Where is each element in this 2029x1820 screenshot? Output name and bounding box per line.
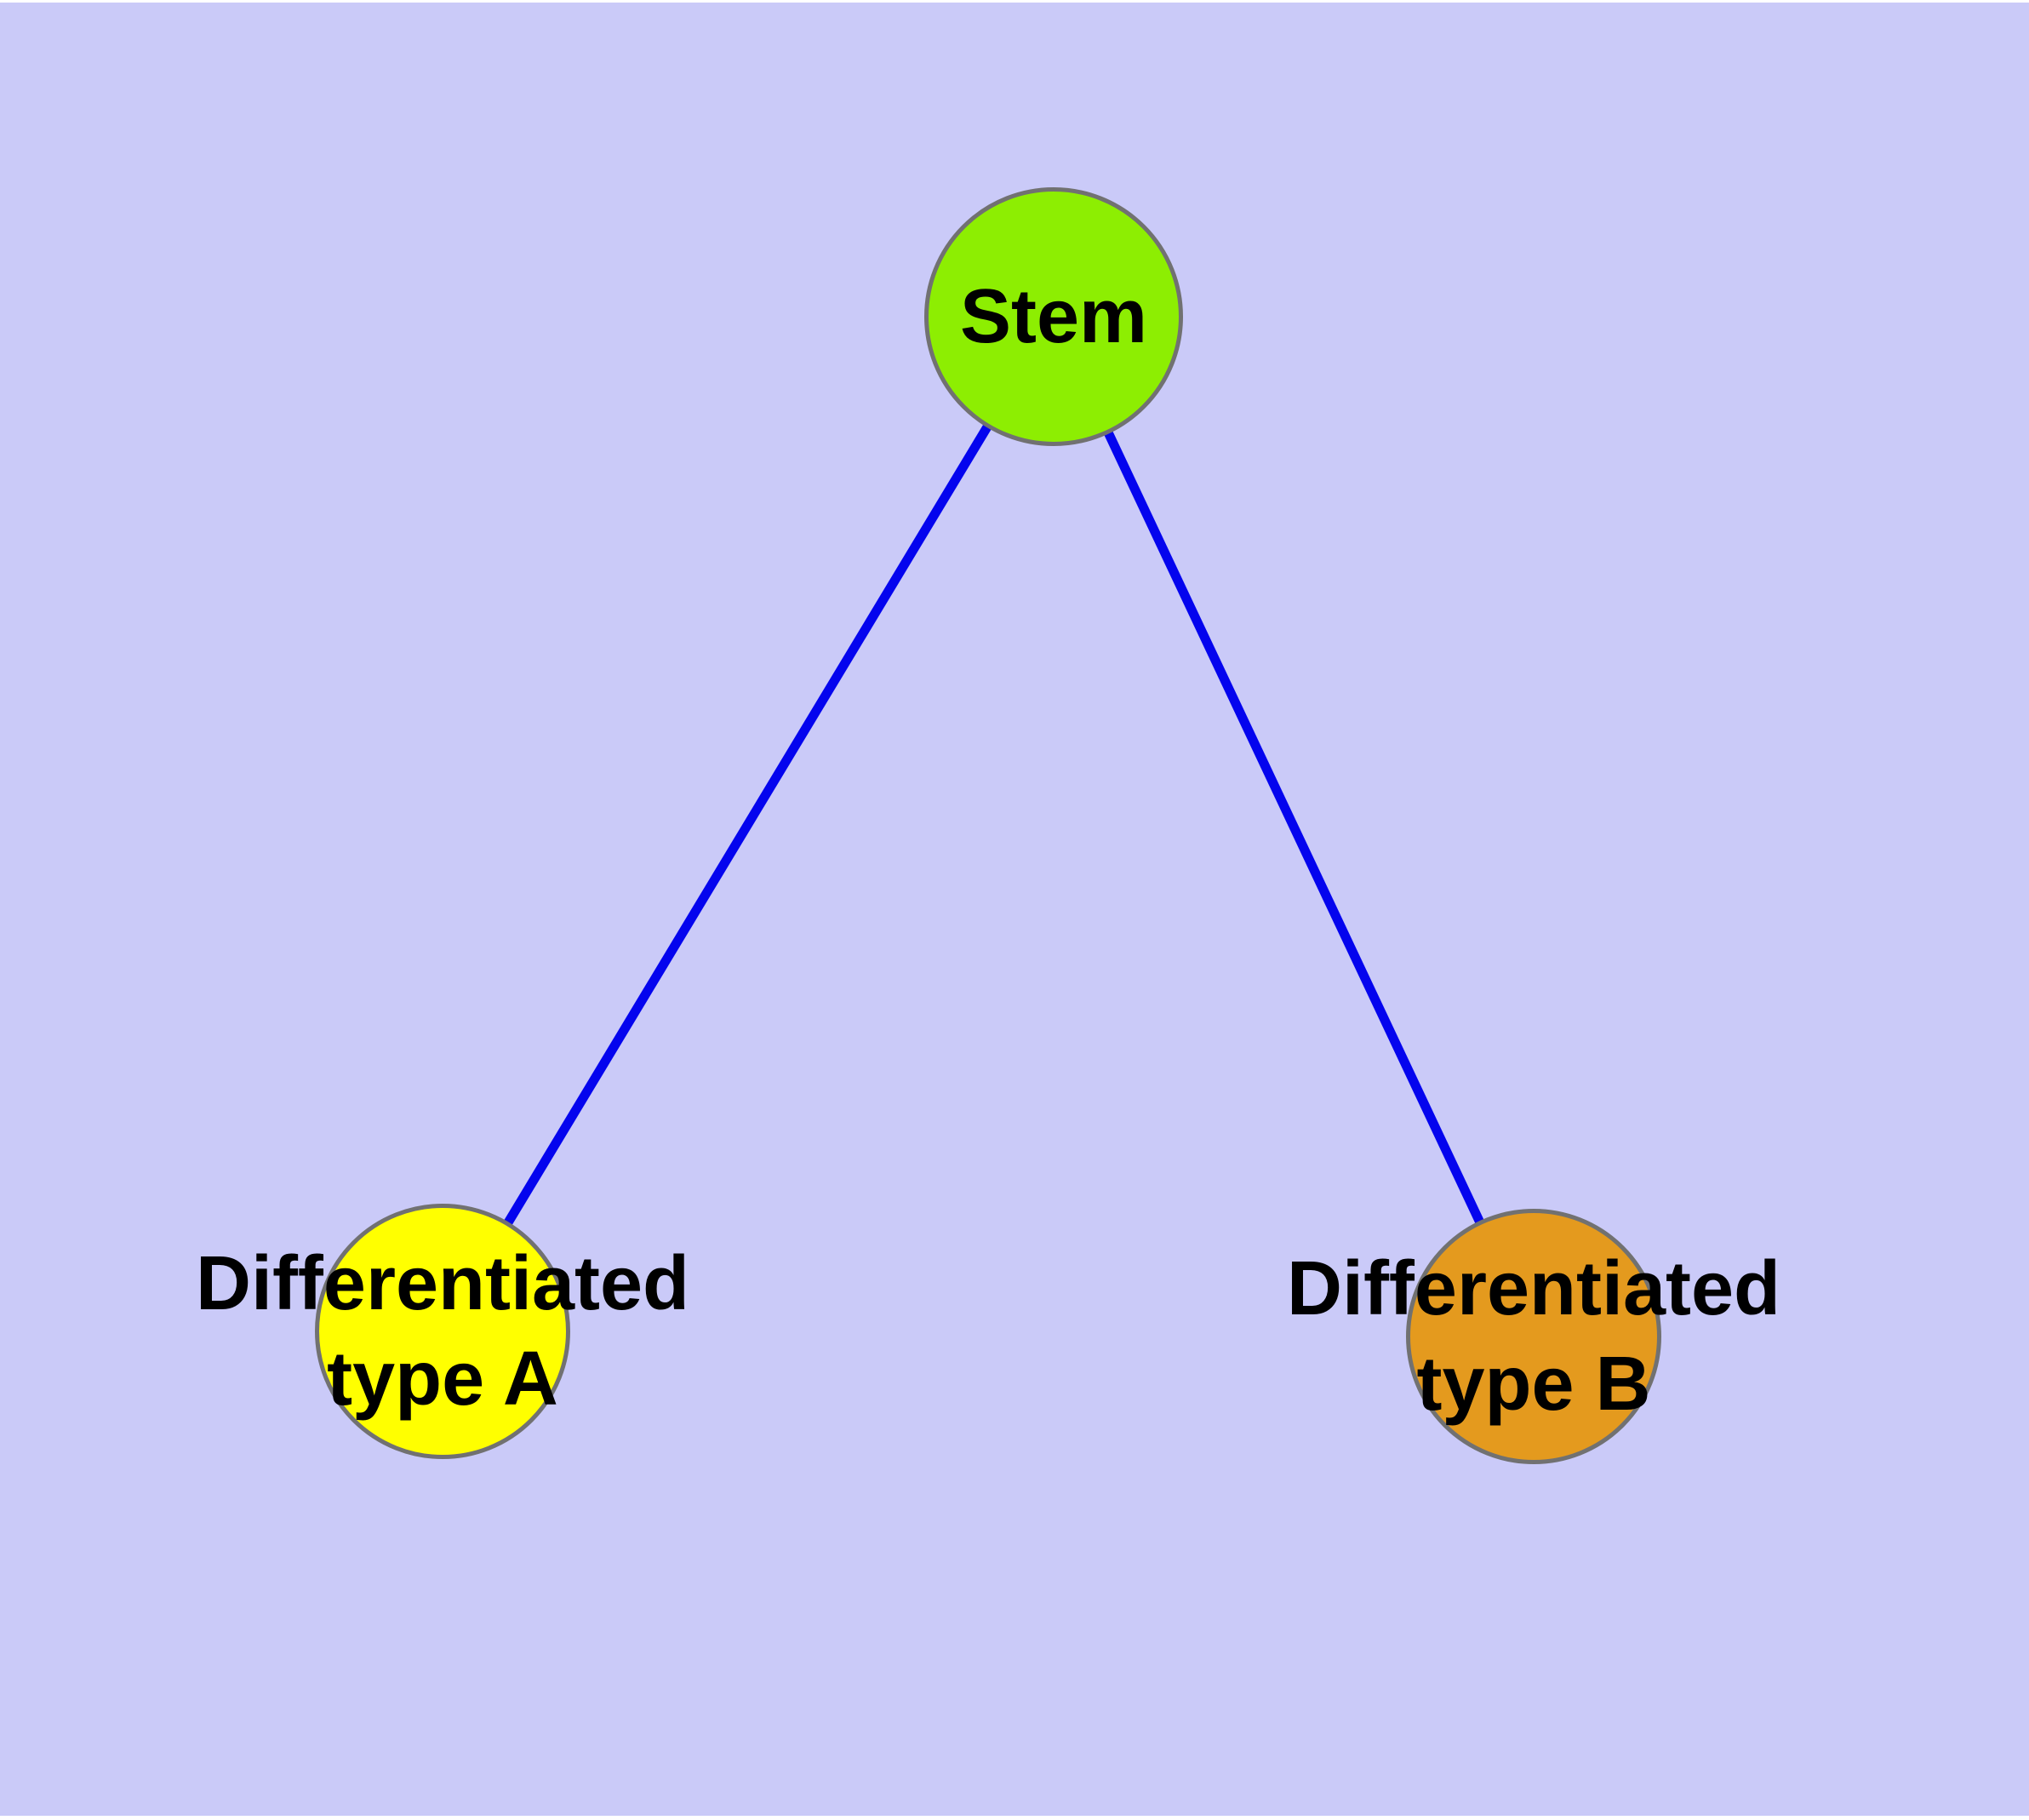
node-stem	[924, 187, 1183, 446]
node-differentiated-type-a	[315, 1204, 570, 1459]
edge-stem-to-differentiated-type-b	[1049, 314, 1538, 1339]
edge-stem-to-differentiated-type-a	[438, 314, 1058, 1334]
node-differentiated-type-b	[1406, 1209, 1661, 1464]
